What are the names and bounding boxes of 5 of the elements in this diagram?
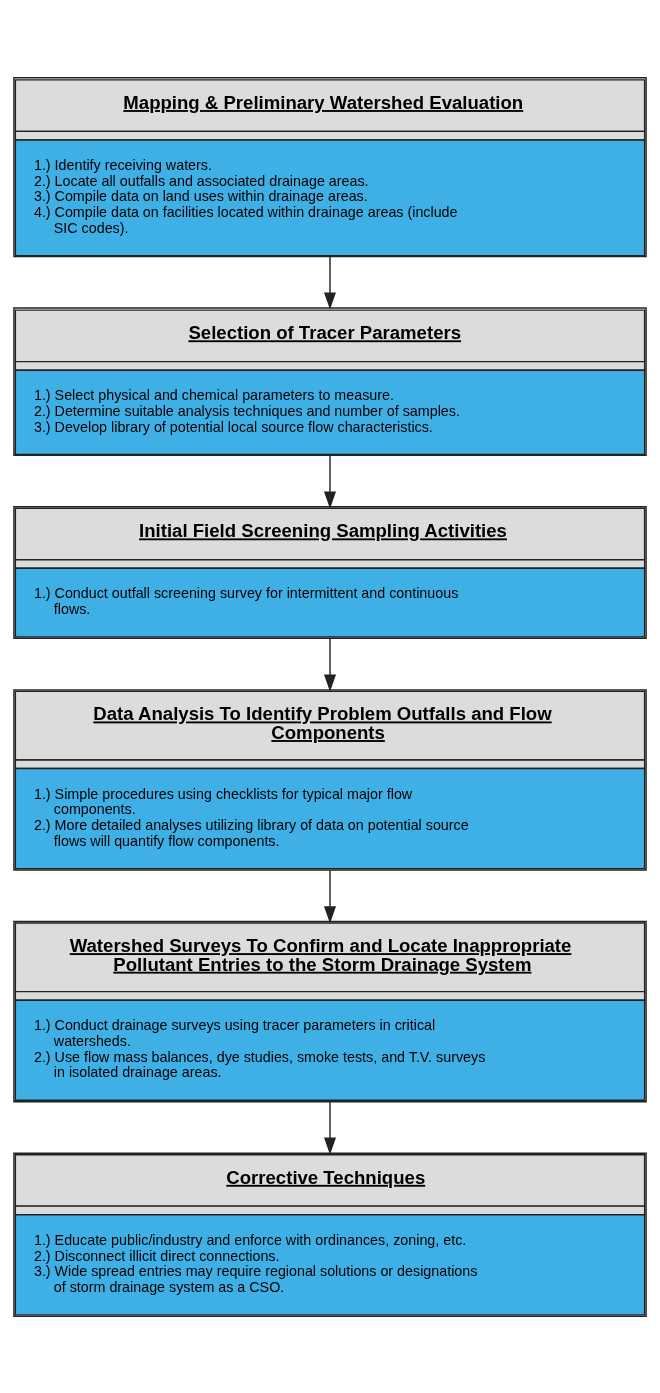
arrow	[324, 869, 336, 923]
arrow	[324, 454, 336, 509]
arrow	[324, 255, 336, 310]
arrow	[324, 637, 336, 692]
arrow	[324, 1100, 336, 1155]
